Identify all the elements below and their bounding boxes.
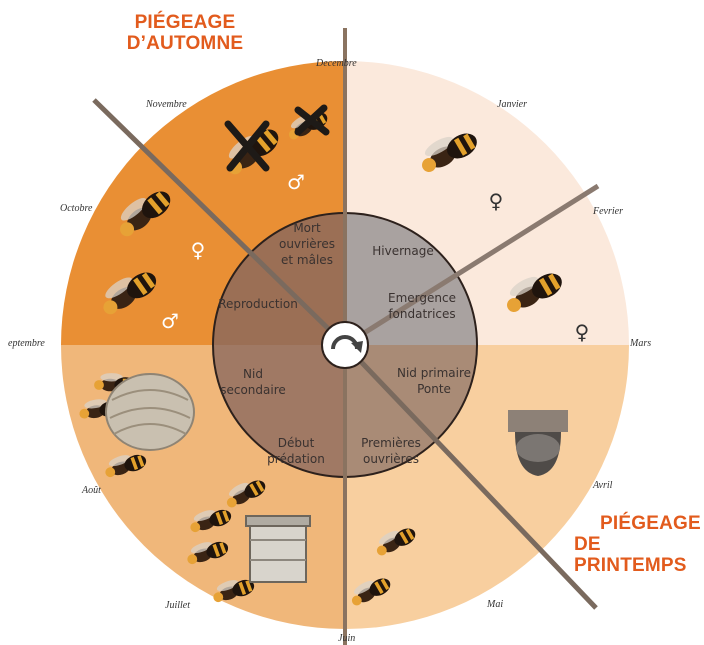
month-decembre: Decembre [316,58,357,69]
stage-nid-primaire-line2: Ponte [386,381,482,397]
spring-title-line2: DE PRINTEMPS [574,534,704,576]
stage-nid-primaire-line1: Nid primaire [386,365,482,381]
stage-mort-line3: et mâles [262,252,352,268]
month-aout: Août [82,485,101,496]
month-octobre: Octobre [60,203,92,214]
month-septembre: eptembre [8,338,45,349]
stage-nid-secondaire-line2: secondaire [208,382,298,398]
month-mai: Mai [487,599,503,610]
stage-reproduction: Reproduction [208,296,308,312]
male-symbol: ♂ [286,174,306,190]
male-symbol: ♂ [160,313,180,329]
stage-mort: Mort ouvrières et mâles [262,220,352,268]
female-symbol: ♀ [188,242,208,258]
spring-title-line1: PIÉGEAGE [574,513,704,534]
spring-trapping-title: PIÉGEAGE DE PRINTEMPS [574,513,704,576]
month-novembre: Novembre [146,99,187,110]
autumn-title-line1: PIÉGEAGE [108,12,262,33]
autumn-title-line2: D’AUTOMNE [108,33,262,54]
female-symbol: ♀ [572,324,592,340]
stage-nid-primaire: Nid primaire Ponte [386,365,482,397]
stage-premieres-line2: ouvrières [346,451,436,467]
stage-debut-predation: Début prédation [256,435,336,467]
stage-emergence: Emergence fondatrices [372,290,472,322]
stage-debut-line2: prédation [256,451,336,467]
female-symbol: ♀ [486,193,506,209]
nest-icon [106,374,194,450]
month-juin: Juin [338,633,355,644]
month-juillet: Juillet [165,600,190,611]
autumn-trapping-title: PIÉGEAGE D’AUTOMNE [108,12,262,54]
month-mars: Mars [630,338,651,349]
stage-nid-secondaire-line1: Nid [208,366,298,382]
stage-premieres-line1: Premières [346,435,436,451]
stage-hivernage: Hivernage [358,243,448,259]
month-janvier: Janvier [497,99,527,110]
stage-mort-line2: ouvrières [262,236,352,252]
stage-mort-line1: Mort [262,220,352,236]
stage-debut-line1: Début [256,435,336,451]
stage-emergence-line1: Emergence [372,290,472,306]
month-fevrier: Fevrier [593,206,623,217]
beehive-icon [246,516,310,582]
stage-nid-secondaire: Nid secondaire [208,366,298,398]
stage-premieres-ouvrieres: Premières ouvrières [346,435,436,467]
stage-emergence-line2: fondatrices [372,306,472,322]
month-avril: Avril [593,480,612,491]
